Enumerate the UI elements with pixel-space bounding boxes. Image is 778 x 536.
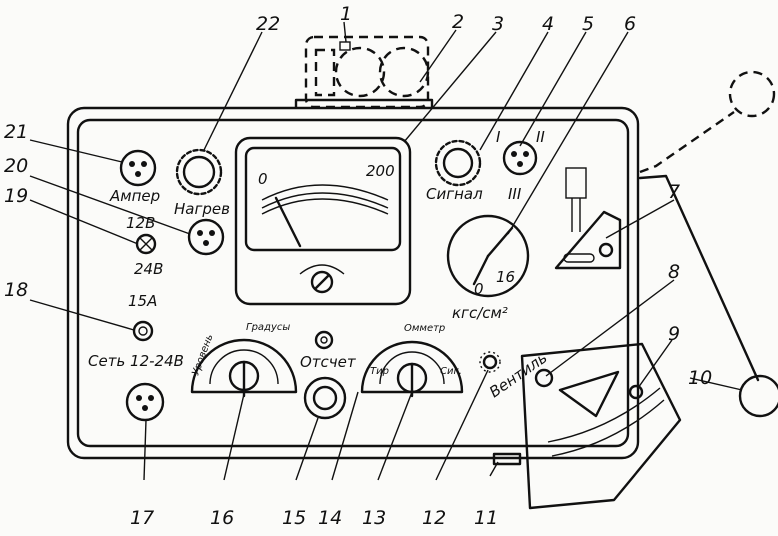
meter-max-label: 200: [366, 162, 395, 180]
v24-label: 24В: [134, 260, 163, 278]
gauge-max-label: 16: [496, 268, 515, 286]
signal-ii-label: II: [536, 128, 545, 146]
callout-18: 18: [4, 279, 28, 301]
callout-21: 21: [4, 121, 28, 143]
signal-label: Сигнал: [426, 185, 483, 203]
callout-17: 17: [130, 507, 154, 529]
callout-14: 14: [318, 507, 342, 529]
a15-label: 15А: [128, 292, 157, 310]
gauge-unit-label: кгс/см²: [452, 304, 508, 322]
callout-4: 4: [542, 13, 554, 35]
callout-9: 9: [668, 323, 680, 345]
callout-6: 6: [624, 13, 636, 35]
gradusy-label: Градусы: [246, 322, 290, 333]
callout-19: 19: [4, 185, 28, 207]
callout-15: 15: [282, 507, 306, 529]
lever-10[interactable]: [638, 70, 778, 418]
callout-22: 22: [256, 13, 280, 35]
callout-11: 11: [474, 507, 498, 529]
main-housing: [66, 106, 640, 460]
set-label: Сеть 12-24В: [88, 352, 184, 370]
signal-knob[interactable]: [434, 139, 482, 187]
callout-8: 8: [668, 261, 680, 283]
gauge-zero-label: 0: [474, 280, 484, 298]
callout-16: 16: [210, 507, 234, 529]
signal-socket[interactable]: [502, 140, 538, 176]
meter-zero-label: 0: [258, 170, 268, 188]
uroven-label: Уровень: [190, 333, 215, 377]
callout-1: 1: [340, 3, 352, 25]
pressure-gauge: 0 16 кгс/см²: [446, 214, 530, 322]
amper-label: Ампер: [109, 187, 160, 205]
signal-i-label: I: [496, 128, 501, 146]
mains-socket[interactable]: [125, 382, 165, 422]
bracket-7: [554, 167, 622, 270]
twenty-socket[interactable]: [187, 218, 225, 256]
ventil-label: Вентиль: [486, 349, 551, 402]
top-dashed-housing: [294, 35, 434, 109]
nagrev-label: Нагрев: [174, 200, 230, 218]
callout-20: 20: [4, 155, 28, 177]
ventil-lamp: [479, 351, 501, 373]
callout-3: 3: [492, 13, 504, 35]
otschet-button[interactable]: [303, 376, 347, 420]
fuse-12v[interactable]: [135, 233, 157, 255]
amper-socket[interactable]: [119, 149, 157, 187]
callout-5: 5: [582, 13, 594, 35]
signal-iii-label: III: [508, 185, 522, 203]
callout-7: 7: [668, 181, 680, 203]
valve-block: [492, 342, 682, 510]
fuse-15a[interactable]: [132, 320, 154, 342]
leader-lines: [29, 21, 743, 481]
range-switch-left[interactable]: Уровень Градусы: [190, 322, 298, 398]
tir-label: Тир: [370, 366, 389, 377]
sig-label: Сиг.: [440, 366, 462, 377]
central-meter: 0 200: [234, 136, 412, 306]
callout-numbers: 1 2 3 4 5 6 7 8 9 10 11 12 13 14 15 16 1…: [4, 3, 712, 529]
callout-2: 2: [452, 11, 464, 33]
callout-13: 13: [362, 507, 386, 529]
mode-switch-right[interactable]: Тир Омметр Сиг.: [360, 323, 464, 398]
nagrev-knob[interactable]: [175, 148, 223, 196]
otschet-label: Отсчет: [300, 353, 357, 371]
callout-10: 10: [688, 367, 712, 389]
callout-12: 12: [422, 507, 446, 529]
ommetr-label: Омметр: [404, 323, 445, 334]
otschet-lamp: [314, 330, 334, 350]
